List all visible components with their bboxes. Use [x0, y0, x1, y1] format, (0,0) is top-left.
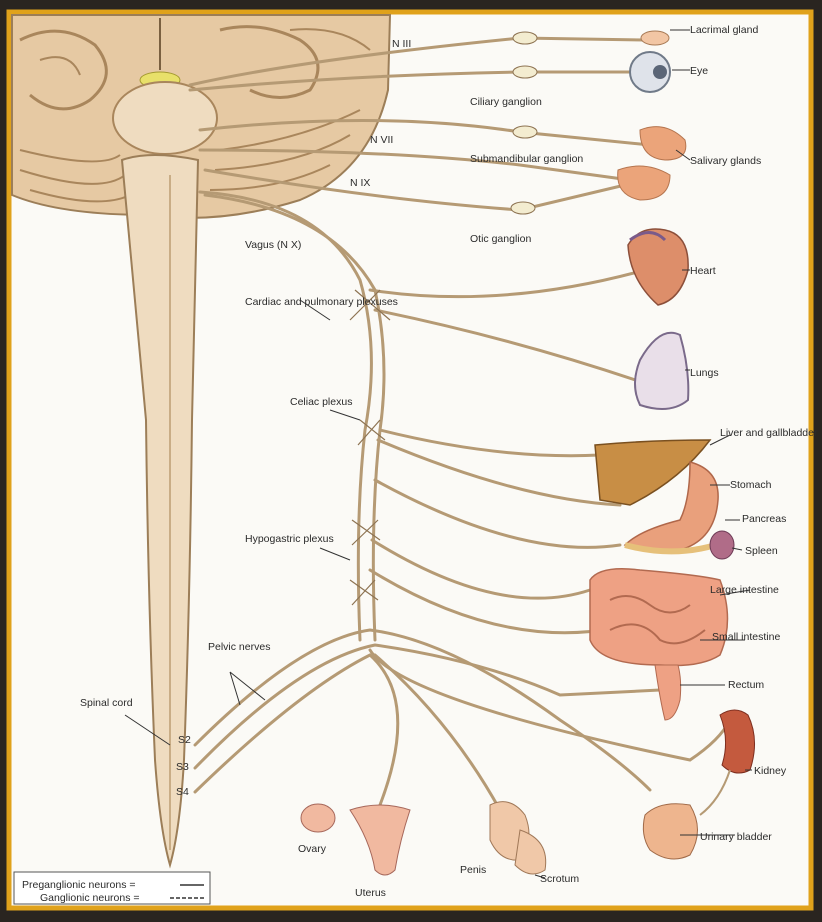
- label-eye: Eye: [690, 65, 708, 77]
- label-ovary: Ovary: [298, 843, 327, 855]
- lacrimal-gland: [641, 31, 669, 45]
- kidney: [720, 710, 755, 773]
- label-n7: N VII: [370, 134, 393, 146]
- label-penis: Penis: [460, 864, 486, 876]
- label-submandibular-ganglion: Submandibular ganglion: [470, 153, 583, 165]
- label-small-intestine: Small intestine: [712, 631, 780, 643]
- label-vagus: Vagus (N X): [245, 239, 301, 251]
- label-n3: N III: [392, 38, 411, 50]
- label-stomach: Stomach: [730, 479, 772, 491]
- legend-preganglionic: Preganglionic neurons =: [22, 879, 136, 891]
- label-s2: S2: [178, 734, 191, 746]
- label-n9: N IX: [350, 177, 370, 189]
- label-ciliary-ganglion: Ciliary ganglion: [470, 96, 542, 108]
- label-large-intestine: Large intestine: [710, 584, 779, 596]
- label-pancreas: Pancreas: [742, 513, 786, 525]
- urinary-bladder: [643, 804, 697, 859]
- label-otic-ganglion: Otic ganglion: [470, 233, 531, 245]
- legend-ganglionic: Ganglionic neurons =: [40, 892, 140, 904]
- ovary-shape: [301, 804, 335, 832]
- label-urinary-bladder: Urinary bladder: [700, 831, 772, 843]
- label-hypogastric-plexus: Hypogastric plexus: [245, 533, 334, 545]
- label-rectum: Rectum: [728, 679, 764, 691]
- label-scrotum: Scrotum: [540, 873, 579, 885]
- label-spinal-cord: Spinal cord: [80, 697, 133, 709]
- label-uterus: Uterus: [355, 887, 386, 899]
- intestines: [590, 569, 728, 666]
- label-lacrimal-gland: Lacrimal gland: [690, 24, 758, 36]
- legend: Preganglionic neurons = Ganglionic neuro…: [14, 872, 210, 904]
- label-celiac-plexus: Celiac plexus: [290, 396, 352, 408]
- label-s4: S4: [176, 786, 189, 798]
- label-kidney: Kidney: [754, 765, 787, 777]
- spleen: [710, 531, 734, 559]
- label-pelvic-nerves: Pelvic nerves: [208, 641, 270, 653]
- label-liver-gallbladder: Liver and gallbladder: [720, 427, 818, 439]
- label-cardiac-plexus: Cardiac and pulmonary plexuses: [245, 296, 398, 308]
- label-spleen: Spleen: [745, 545, 778, 557]
- label-salivary-glands: Salivary glands: [690, 155, 761, 167]
- eye-pupil: [653, 65, 667, 79]
- label-lungs: Lungs: [690, 367, 719, 379]
- label-s3: S3: [176, 761, 189, 773]
- label-heart: Heart: [690, 265, 716, 277]
